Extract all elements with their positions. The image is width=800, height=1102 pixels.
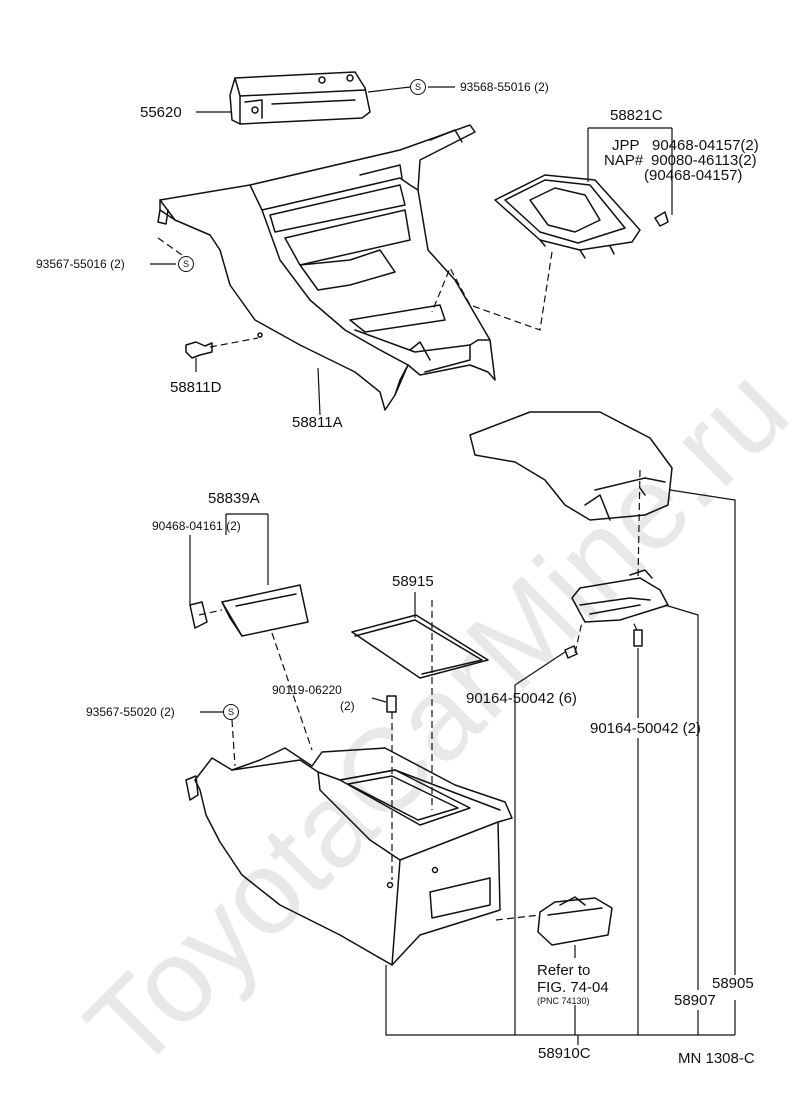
part-label-58811A: 58811A	[292, 414, 343, 431]
part-label-93568-55016: 93568-55016 (2)	[460, 80, 549, 94]
label-jpp: JPP	[612, 137, 640, 154]
figure-id: MN 1308-C	[678, 1050, 755, 1067]
part-label-55620: 55620	[140, 104, 182, 121]
s-symbol-icon: S	[410, 79, 426, 95]
part-58910C-box	[185, 747, 513, 966]
part-58821C-cover	[494, 174, 669, 259]
part-label-58905: 58905	[712, 975, 754, 992]
part-label-90468-04157-alt: (90468-04157)	[644, 167, 743, 184]
part-label-90119-06220: 90119-06220	[272, 683, 342, 697]
label-nap: NAP#	[604, 152, 644, 169]
part-label-58839A: 58839A	[208, 490, 260, 507]
ashtray-part	[537, 896, 613, 946]
refer-label-line2: FIG. 74-04	[537, 979, 609, 996]
part-label-90164-50042-6: 90164-50042 (6)	[466, 690, 577, 707]
screws	[386, 629, 643, 713]
part-58907-hinge	[571, 569, 669, 623]
part-58839A-tray	[189, 584, 309, 637]
part-label-58821C: 58821C	[610, 107, 663, 124]
part-label-90164-50042-2: 90164-50042 (2)	[590, 720, 701, 737]
part-58811D-clip	[185, 341, 213, 359]
refer-label-line1: Refer to	[537, 962, 591, 979]
part-label-58915: 58915	[392, 573, 434, 590]
s-symbol-icon: S	[178, 256, 194, 272]
part-58915-mat	[351, 614, 489, 679]
part-55620-box	[229, 71, 371, 125]
part-label-58907: 58907	[674, 992, 716, 1009]
part-58811A-panel	[157, 124, 496, 411]
s-symbol-icon: S	[223, 704, 239, 720]
part-label-90468-04161: 90468-04161 (2)	[152, 519, 241, 533]
part-label-58910C: 58910C	[538, 1045, 591, 1062]
part-label-90080-46113: 90080-46113(2)	[651, 152, 757, 169]
part-label-90468-04157: 90468-04157(2)	[652, 137, 759, 154]
part-label-90119-qty: (2)	[340, 699, 355, 713]
refer-label-line3: (PNC 74130)	[537, 996, 590, 1006]
part-58905-lid	[469, 411, 673, 521]
part-label-58811D: 58811D	[170, 379, 222, 396]
part-label-93567-55020: 93567-55020 (2)	[86, 705, 175, 719]
part-label-93567-55016: 93567-55016 (2)	[36, 257, 125, 271]
